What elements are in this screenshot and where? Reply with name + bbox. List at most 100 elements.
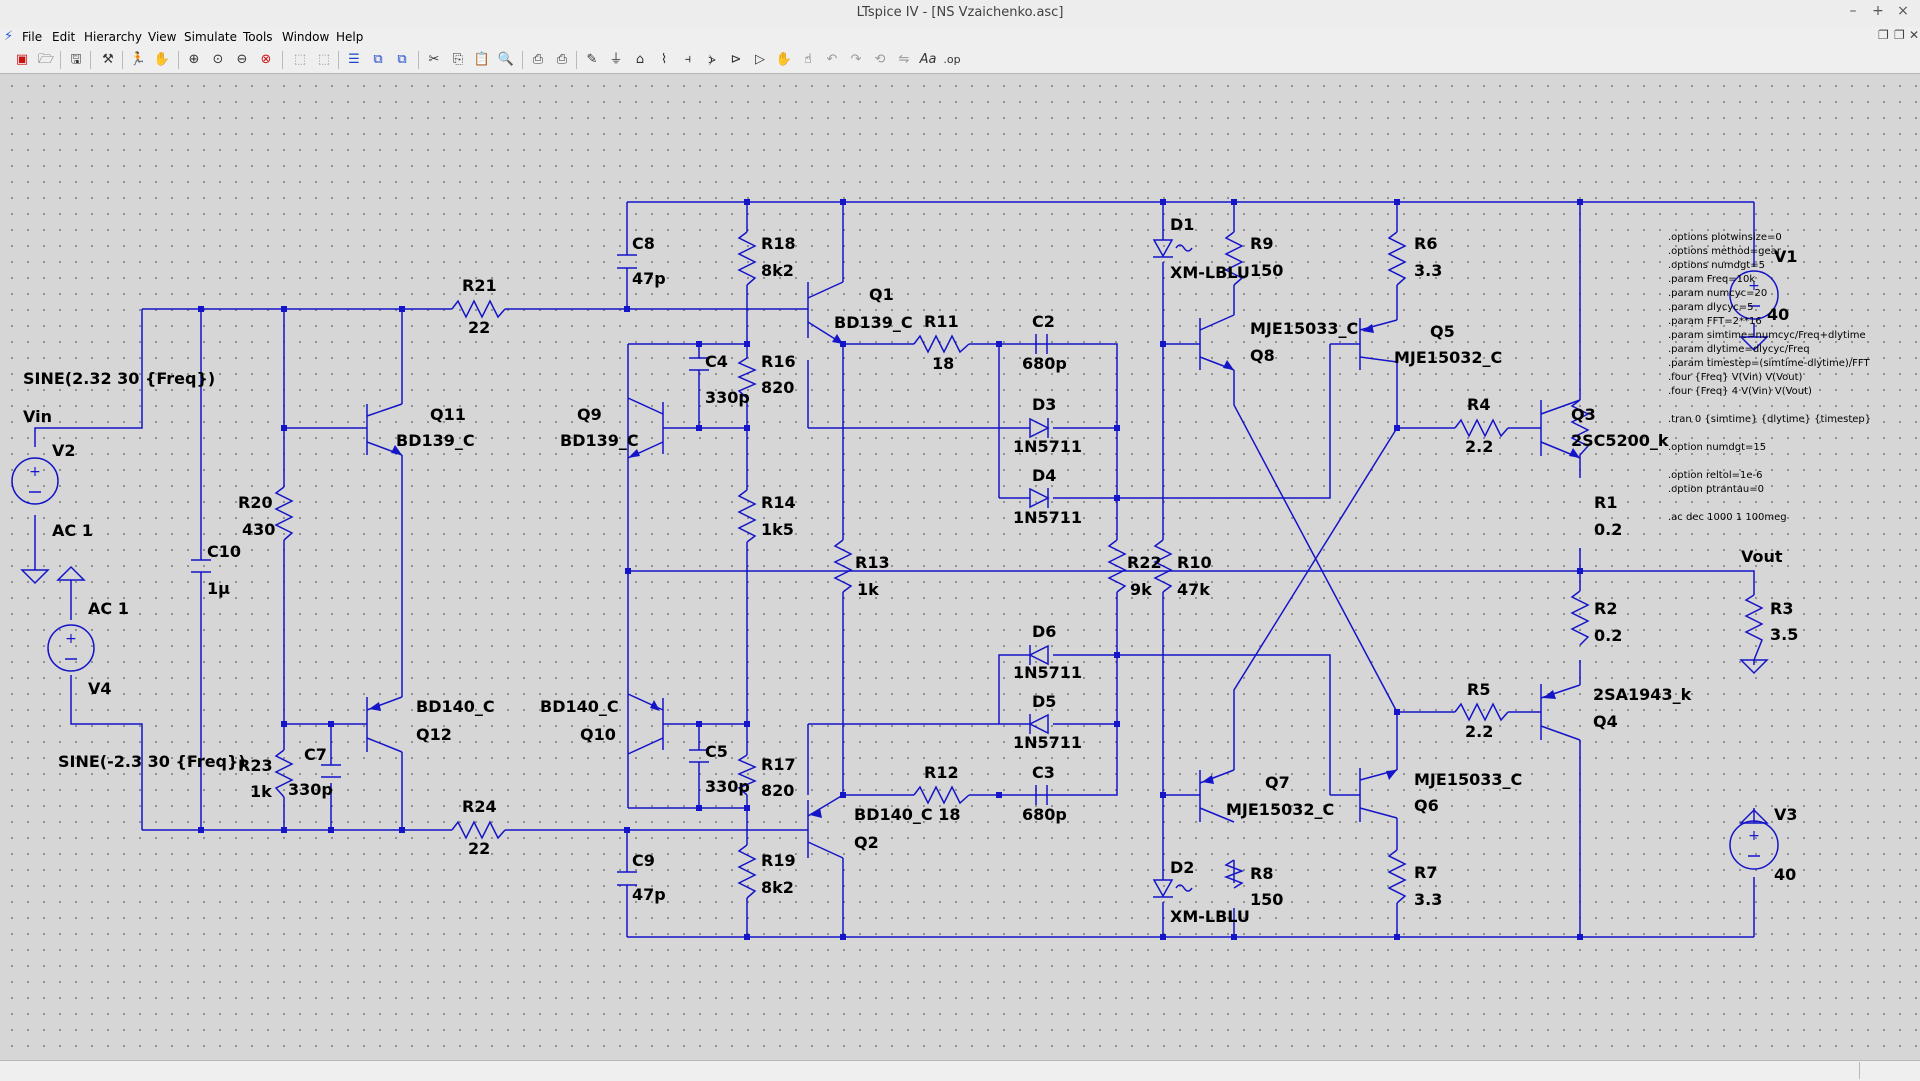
copy-icon[interactable]: ⎘ [452, 52, 464, 67]
model-Q10: BD140_C [540, 697, 619, 716]
save-icon[interactable]: 🖫 [70, 52, 82, 67]
mdi-close-icon[interactable]: ✕ [1909, 28, 1920, 42]
label-R23: R23 [238, 756, 273, 775]
cascade-icon[interactable]: ⧉ [397, 52, 407, 67]
tile-horizontal-icon[interactable]: ☰ [348, 52, 360, 67]
component-icon[interactable]: ▷ [755, 52, 765, 67]
menu-hierarchy[interactable]: Hierarchy [84, 30, 143, 44]
menu-window[interactable]: Window [282, 30, 330, 44]
wire-icon[interactable]: ✎ [586, 52, 598, 67]
model-Q11: BD139_C [396, 431, 475, 450]
value-C7: 330p [288, 780, 333, 799]
undo-icon[interactable]: ↶ [826, 52, 838, 67]
Q9-transistor [627, 397, 699, 459]
schematic-canvas[interactable]: + + + + R21 22 [0, 74, 1920, 1060]
R1-resistor [1570, 399, 1590, 456]
minimize-icon[interactable]: – [1849, 3, 1857, 19]
label-R9: R9 [1250, 234, 1273, 253]
R13-resistor [833, 539, 853, 593]
R5-resistor [1454, 702, 1509, 722]
menu-help[interactable]: Help [336, 30, 364, 44]
mirror-icon[interactable]: ⇋ [898, 52, 910, 67]
paste-icon[interactable]: 📋 [473, 52, 491, 67]
grid-icon[interactable]: ⬚ [317, 52, 331, 67]
label-V3: V3 [1774, 805, 1798, 824]
halt-icon[interactable]: ✋ [153, 52, 171, 67]
C7-capacitor [321, 764, 341, 778]
menu-tools[interactable]: Tools [243, 30, 273, 44]
model-D5: 1N5711 [1013, 733, 1082, 752]
value-R18: 8k2 [761, 261, 794, 280]
open-icon[interactable]: 🗁 [37, 52, 55, 67]
R2-resistor [1570, 590, 1590, 646]
print-icon[interactable]: ⎙ [556, 52, 568, 67]
capacitor-icon[interactable]: ⫞ [684, 52, 692, 67]
label-Q3: Q3 [1571, 405, 1596, 424]
value-C10: 1µ [207, 579, 230, 598]
R3-resistor [1744, 594, 1764, 661]
ac-V2: AC 1 [52, 521, 93, 540]
spice-directive-line: .param dlycyc=5 [1668, 302, 1754, 313]
spice-directives[interactable]: .options plotwinsize=0 .options method=g… [1668, 232, 1871, 523]
resistor-icon[interactable]: ⌇ [660, 52, 668, 67]
mdi-restore2-icon[interactable]: ❐ [1894, 28, 1905, 42]
cut-icon[interactable]: ✂ [428, 52, 440, 67]
label-C9: C9 [632, 851, 655, 870]
label-C5: C5 [705, 742, 728, 761]
label-R20: R20 [238, 493, 273, 512]
label-C8: C8 [632, 234, 655, 253]
menu-file[interactable]: File [22, 30, 43, 44]
move-icon[interactable]: ✋ [775, 52, 793, 67]
redo-icon[interactable]: ↷ [850, 52, 862, 67]
maximize-icon[interactable]: + [1872, 3, 1884, 19]
label-R16: R16 [761, 352, 796, 371]
label-Q6: Q6 [1414, 796, 1439, 815]
label-Q2: Q2 [854, 833, 879, 852]
drag-icon[interactable]: ☝ [804, 52, 812, 67]
close-icon[interactable]: × [1897, 3, 1909, 19]
label-Q10: Q10 [580, 725, 616, 744]
spice-directive-line: .four {Freq} V(Vin) V(Vout) [1668, 372, 1803, 383]
diode-icon[interactable]: ⊳ [730, 52, 742, 67]
R9-resistor [1224, 231, 1244, 286]
spice-directive-line: .param timestep=(simtime-dlytime)/FFT [1668, 358, 1870, 369]
value-V1: 40 [1767, 305, 1789, 324]
Q8-transistor [1199, 314, 1235, 371]
zoom-fit-icon[interactable]: ⊗ [260, 52, 272, 67]
menu-edit[interactable]: Edit [52, 30, 76, 44]
print-setup-icon[interactable]: ⎙ [532, 52, 544, 67]
ground-symbol [56, 565, 86, 581]
value-R6: 3.3 [1414, 261, 1442, 280]
autorange-icon[interactable]: ⬚ [293, 52, 307, 67]
inductor-icon[interactable]: ⦔ [708, 52, 716, 67]
ltspice-logo-icon: ⚡ [4, 29, 14, 44]
spice-directive-line: .param Freq=10k [1668, 274, 1755, 285]
ground-icon[interactable]: ⏚ [609, 52, 623, 67]
spice-directive-icon[interactable]: .op [943, 53, 961, 66]
text-icon[interactable]: Aa [919, 52, 937, 67]
find-icon[interactable]: 🔍 [497, 52, 515, 67]
zoom-in-icon[interactable]: ⊕ [188, 52, 200, 67]
D3-diode [1029, 417, 1050, 439]
D5-diode [1028, 713, 1049, 735]
value-C3: 680p [1022, 805, 1067, 824]
spice-directive-line: .param FFT=2**16 [1668, 316, 1762, 327]
zoom-out-icon[interactable]: ⊖ [236, 52, 248, 67]
run-icon[interactable]: 🏃 [129, 52, 147, 67]
new-schematic-icon[interactable]: ▣ [15, 52, 29, 67]
value-R11: 18 [932, 354, 954, 373]
control-panel-icon[interactable]: ⚒ [102, 52, 114, 67]
label-net-icon[interactable]: ⌂ [635, 52, 645, 67]
rotate-icon[interactable]: ⟲ [874, 52, 886, 67]
menu-view[interactable]: View [148, 30, 177, 44]
net-label-vout: Vout [1741, 547, 1783, 566]
mdi-restore-icon[interactable]: ❐ [1878, 28, 1889, 42]
ground-symbol [20, 569, 50, 585]
spice-directive-line: .option reltol=1e-6 [1668, 470, 1762, 481]
V2-source: + [11, 457, 59, 505]
pan-icon[interactable]: ⊙ [212, 52, 224, 67]
tile-vertical-icon[interactable]: ⧉ [373, 52, 383, 67]
C3-capacitor [1035, 785, 1048, 805]
model-D3: 1N5711 [1013, 437, 1082, 456]
menu-simulate[interactable]: Simulate [184, 30, 238, 44]
